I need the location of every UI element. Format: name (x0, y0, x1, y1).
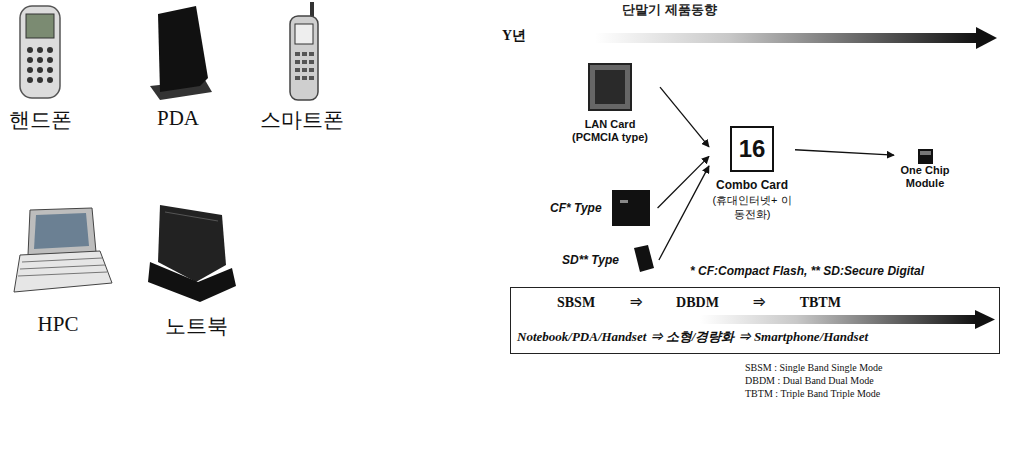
notebook-figure (148, 205, 236, 302)
device-label: PDA (157, 106, 199, 131)
trend-band (700, 315, 976, 324)
smartphone-keys (295, 52, 314, 80)
hpc-keys (18, 258, 107, 276)
lan-card-face (595, 70, 625, 104)
device-label: HPC (38, 312, 79, 337)
node-text: LAN Card (PCMCIA type) (564, 118, 656, 144)
timeline-arrow (595, 27, 997, 49)
pda-figure (150, 6, 212, 100)
connector-arrow (795, 150, 894, 155)
connector-arrow (660, 87, 709, 147)
sd-card-body (634, 245, 654, 272)
hpc-screen (34, 213, 89, 249)
handset-figure (20, 6, 60, 98)
cf-card-mark (620, 200, 628, 203)
cf-card-icon (612, 190, 650, 226)
lan-card-icon (589, 64, 631, 110)
handset-keys (27, 47, 53, 83)
lan-card-frame (589, 64, 631, 110)
hpc-keyboard (14, 251, 112, 292)
trend-box: SBSM ⇒ DBDM ⇒ TBTM Notebook/PDA/Handset ⇒… (510, 287, 1000, 354)
one-chip-node: One Chip Module (894, 146, 956, 192)
node-text: One Chip Module (896, 164, 954, 190)
node-text: Combo Card (709, 178, 795, 193)
abbreviation-note: SBSM : Single Band Single Mode (745, 362, 883, 374)
device-label: 스마트폰 (260, 106, 344, 134)
cf-card-node: CF* Type (548, 190, 658, 226)
device-label: 노트북 (165, 312, 228, 340)
chip-top (920, 151, 931, 155)
sd-card-icon (634, 245, 654, 272)
node-text: CF* Type (550, 200, 602, 216)
connector-arrow (659, 166, 709, 260)
smartphone-screen (295, 24, 313, 44)
abbreviation-note: DBDM : Dual Band Dual Mode (745, 375, 874, 387)
combo-card-node: 16Combo Card(휴대인터넷+ 이동전화) (709, 126, 795, 221)
smartphone-figure (290, 2, 318, 100)
connector-arrow (658, 156, 709, 208)
notebook-base (148, 262, 236, 302)
chip-body (918, 149, 933, 164)
trend-head (975, 310, 995, 329)
smartphone-body (290, 16, 318, 100)
handset-screen (26, 14, 54, 38)
hpc-figure (14, 208, 112, 292)
abbreviation-note: TBTM : Triple Band Triple Mode (745, 388, 880, 400)
cf-card-body (612, 190, 650, 226)
notebook-highlight (165, 212, 218, 221)
node-text: SBSM ⇒ DBDM ⇒ TBTM (517, 294, 993, 312)
timeline-label: Y년 (502, 27, 526, 45)
pda-body (158, 6, 208, 92)
footnote: * CF:Compact Flash, ** SD:Secure Digital (690, 264, 924, 278)
sd-card-node: SD** Type (560, 246, 659, 274)
device-label: 핸드폰 (9, 106, 72, 134)
handset-body (20, 6, 60, 98)
trend-arrow (700, 310, 995, 329)
node-text: (휴대인터넷+ 이동전화) (709, 193, 795, 221)
timeline-head (976, 27, 997, 49)
diagram-title: 단말기 제품동향 (622, 1, 717, 19)
timeline-band (595, 33, 977, 43)
hpc-lid (28, 208, 96, 255)
card-number: 16 (730, 126, 774, 172)
lan-card-node: LAN Card (PCMCIA type) (560, 62, 660, 146)
chip-icon (918, 149, 933, 164)
node-text: SD** Type (562, 252, 619, 268)
node-text: Notebook/PDA/Handset ⇒ 소형/경량화 ⇒ Smartpho… (517, 328, 993, 345)
